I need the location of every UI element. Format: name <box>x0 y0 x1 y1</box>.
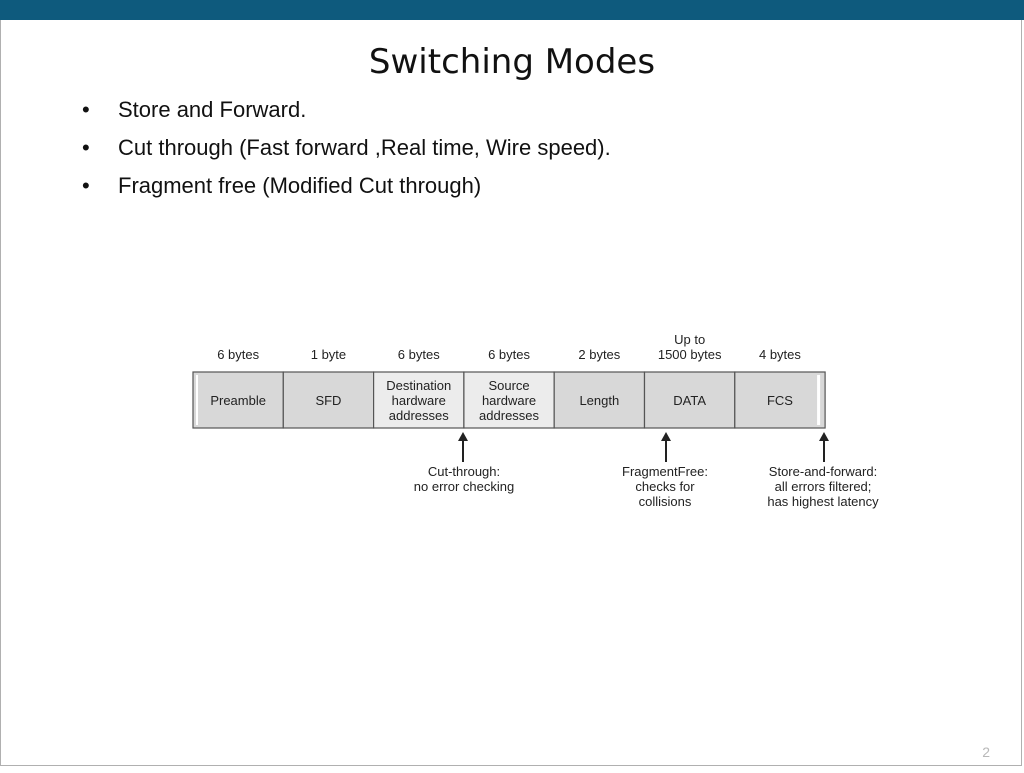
up-arrow-head <box>819 432 829 441</box>
field-size-label: 6 bytes <box>398 347 440 362</box>
field-name-label: Length <box>579 393 619 408</box>
frame-field-cell <box>463 371 555 429</box>
bullet-list: • Store and Forward. • Cut through (Fast f… <box>82 96 611 210</box>
up-arrow-head <box>458 432 468 441</box>
slide-title: Switching Modes <box>368 42 656 82</box>
field-name-label: Preamble <box>210 393 266 408</box>
frame-field-cell <box>192 371 284 429</box>
field-name-label: addresses <box>389 408 449 423</box>
page-number: 2 <box>982 744 990 760</box>
slide-frame <box>0 20 1022 766</box>
bullet-item: • Cut through (Fast forward ,Real time, W… <box>82 134 611 172</box>
header-bar <box>0 0 1024 20</box>
annotation-label: no error checking <box>414 479 514 494</box>
annotation-label: all errors filtered; <box>775 479 872 494</box>
field-size-label: 6 bytes <box>488 347 530 362</box>
field-name-label: DATA <box>673 393 706 408</box>
annotation-label: checks for <box>635 479 695 494</box>
field-size-label: 6 bytes <box>217 347 259 362</box>
frame-field-cell <box>282 371 375 429</box>
field-size-label: 1 byte <box>311 347 346 362</box>
annotation-label: has highest latency <box>767 494 879 509</box>
annotation-label: Cut-through: <box>428 464 500 479</box>
bullet-glyph: • <box>82 135 90 160</box>
field-size-label: 1500 bytes <box>658 347 722 362</box>
annotation-label: Store-and-forward: <box>769 464 877 479</box>
bullet-item: • Store and Forward. <box>82 96 611 134</box>
annotation-label: FragmentFree: <box>622 464 708 479</box>
bullet-item: • Fragment free (Modified Cut through) <box>82 172 611 210</box>
field-name-label: Destination <box>386 378 451 393</box>
field-size-label: Up to <box>674 332 705 347</box>
bullet-text: Fragment free (Modified Cut through) <box>118 173 482 198</box>
frame-field-cell <box>734 371 826 429</box>
field-name-label: addresses <box>479 408 539 423</box>
bullet-glyph: • <box>82 97 90 122</box>
bullet-text: Store and Forward. <box>118 97 307 122</box>
field-name-label: hardware <box>392 393 446 408</box>
up-arrow-head <box>661 432 671 441</box>
bullet-text: Cut through (Fast forward ,Real time, Wi… <box>118 135 611 160</box>
field-name-label: SFD <box>315 393 341 408</box>
field-size-label: 4 bytes <box>759 347 801 362</box>
field-size-label: 2 bytes <box>578 347 620 362</box>
frame-edge-highlight <box>196 375 198 425</box>
field-name-label: Source <box>488 378 529 393</box>
bullet-glyph: • <box>82 173 90 198</box>
field-name-label: FCS <box>767 393 793 408</box>
frame-edge-highlight <box>817 375 821 425</box>
frame-field-cell <box>373 371 465 429</box>
field-name-label: hardware <box>482 393 536 408</box>
annotation-label: collisions <box>639 494 692 509</box>
